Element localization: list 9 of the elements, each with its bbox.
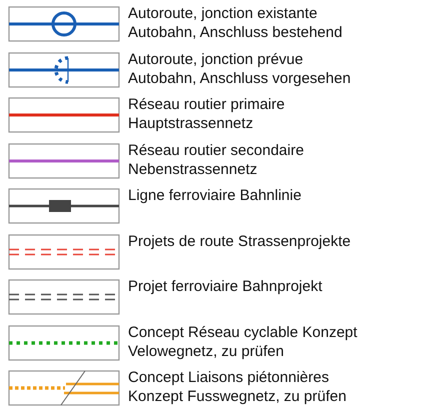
legend-label: Autoroute, jonction existante Autobahn, Anschluss bestehend bbox=[128, 4, 344, 42]
legend-label: Autoroute, jonction prévue Autobahn, Anschluss vorgesehen bbox=[128, 50, 352, 88]
legend-label: Réseau routier primaire Hauptstrassennetz bbox=[128, 95, 286, 133]
legend-label: Concept Réseau cyclable Konzept Velowegnetz, zu prüfen bbox=[128, 322, 358, 360]
legend-label: Ligne ferroviaire Bahnlinie bbox=[128, 186, 302, 205]
legend-label: Projets de route Strassenprojekte bbox=[128, 232, 352, 250]
legend-label: Projet ferroviaire Bahnprojekt bbox=[128, 277, 324, 296]
legend-label: Concept Liaisons piétonnières Konzept Fusswegnetz, zu prüfen bbox=[128, 368, 348, 406]
legend-label: Réseau routier secondaire Nebenstrassennetz bbox=[128, 140, 305, 178]
